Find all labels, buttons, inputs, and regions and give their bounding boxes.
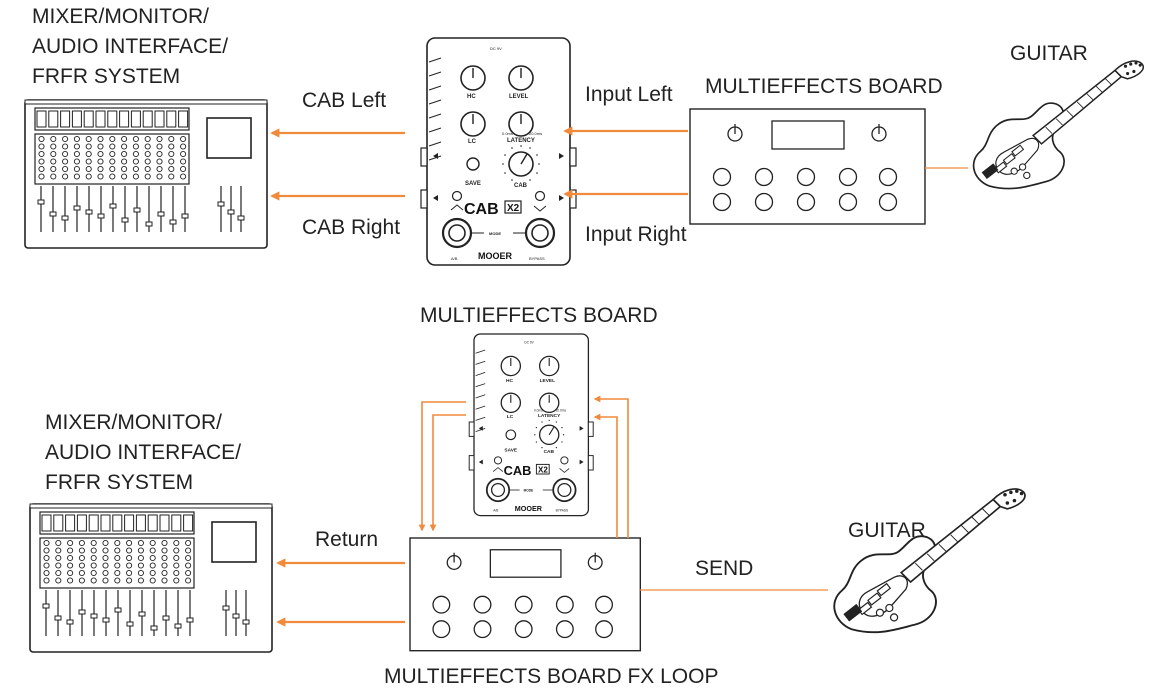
- top-destination-line-3: FRFR SYSTEM: [32, 65, 181, 88]
- bottom-send-label: SEND: [695, 557, 754, 580]
- svg-text:SAVE: SAVE: [465, 181, 481, 187]
- svg-text:20.0ms: 20.0ms: [556, 409, 567, 413]
- svg-text:A/B: A/B: [451, 256, 458, 261]
- svg-text:HC: HC: [506, 378, 513, 384]
- top-signal-arrows: [270, 126, 688, 201]
- top-destination-line-1: MIXER/MONITOR/: [32, 5, 209, 28]
- svg-text:MOOER: MOOER: [515, 504, 543, 513]
- bottom-return-label: Return: [315, 528, 379, 551]
- top-destination-label: MIXER/MONITOR/ AUDIO INTERFACE/ FRFR SYS…: [32, 2, 228, 92]
- svg-text:SAVE: SAVE: [504, 448, 518, 454]
- top-cab-left-label: CAB Left: [302, 89, 387, 112]
- bottom-multieffects-board-icon: [409, 537, 641, 652]
- bottom-cab-x2-pedal-icon: DC 9V HC LEVEL LC LATENCY 0.0ms 20.0ms S…: [469, 334, 593, 516]
- svg-text:BYPASS: BYPASS: [529, 256, 545, 261]
- top-multieffects-label: MULTIEFFECTS BOARD: [705, 75, 943, 98]
- svg-text:HC: HC: [467, 94, 476, 100]
- svg-text:DC 9V: DC 9V: [524, 341, 534, 345]
- svg-text:MODE: MODE: [489, 231, 501, 236]
- svg-text:0.0ms: 0.0ms: [534, 409, 543, 413]
- svg-text:CAB: CAB: [514, 183, 528, 189]
- svg-text:0.0ms: 0.0ms: [502, 131, 513, 136]
- bottom-guitar-icon: [833, 488, 1026, 634]
- svg-text:20.0ms: 20.0ms: [529, 131, 542, 136]
- top-cab-right-label: CAB Right: [302, 216, 401, 239]
- bottom-guitar-label: GUITAR: [848, 519, 926, 542]
- bottom-destination-label: MIXER/MONITOR/ AUDIO INTERFACE/ FRFR SYS…: [45, 408, 241, 498]
- top-guitar-label: GUITAR: [1010, 42, 1088, 65]
- bottom-multieffects-label: MULTIEFFECTS BOARD: [420, 304, 658, 327]
- svg-text:CAB: CAB: [504, 463, 532, 478]
- fx-loop-routing: [418, 395, 629, 538]
- top-input-left-label: Input Left: [585, 83, 673, 106]
- svg-text:LEVEL: LEVEL: [509, 94, 529, 100]
- svg-text:BYPASS: BYPASS: [556, 509, 569, 513]
- svg-text:X2: X2: [507, 203, 520, 214]
- svg-text:LC: LC: [507, 414, 514, 420]
- svg-text:LATENCY: LATENCY: [507, 138, 535, 144]
- top-mixer-icon: [24, 99, 268, 249]
- svg-text:CAB: CAB: [544, 449, 555, 455]
- svg-text:MOOER: MOOER: [478, 251, 513, 261]
- svg-text:X2: X2: [538, 465, 548, 474]
- svg-text:LEVEL: LEVEL: [540, 378, 556, 384]
- bottom-mixer-controls: [41, 514, 250, 631]
- svg-text:LC: LC: [468, 139, 477, 145]
- svg-text:MODE: MODE: [524, 489, 534, 493]
- bottom-fx-loop-label: MULTIEFFECTS BOARD FX LOOP: [384, 665, 719, 688]
- bottom-mixer-icon: [29, 503, 273, 653]
- bottom-destination-line-1: MIXER/MONITOR/: [45, 411, 222, 434]
- svg-text:LATENCY: LATENCY: [538, 413, 561, 419]
- bottom-destination-line-3: FRFR SYSTEM: [45, 471, 194, 494]
- bottom-destination-line-2: AUDIO INTERFACE/: [45, 441, 242, 464]
- bottom-signal-arrows: [276, 558, 405, 627]
- top-guitar-icon: [972, 60, 1145, 190]
- top-input-right-label: Input Right: [585, 223, 687, 246]
- top-mixer-controls: [36, 110, 245, 227]
- svg-text:CAB: CAB: [464, 201, 499, 218]
- top-destination-line-2: AUDIO INTERFACE/: [32, 35, 229, 58]
- top-multieffects-board-icon: [689, 108, 926, 225]
- svg-text:DC 9V: DC 9V: [490, 46, 502, 51]
- top-cab-x2-pedal-icon: DC 9V HC LEVEL LC LATENCY 0.0ms 20.0ms S…: [421, 38, 576, 265]
- svg-text:A/B: A/B: [493, 509, 498, 513]
